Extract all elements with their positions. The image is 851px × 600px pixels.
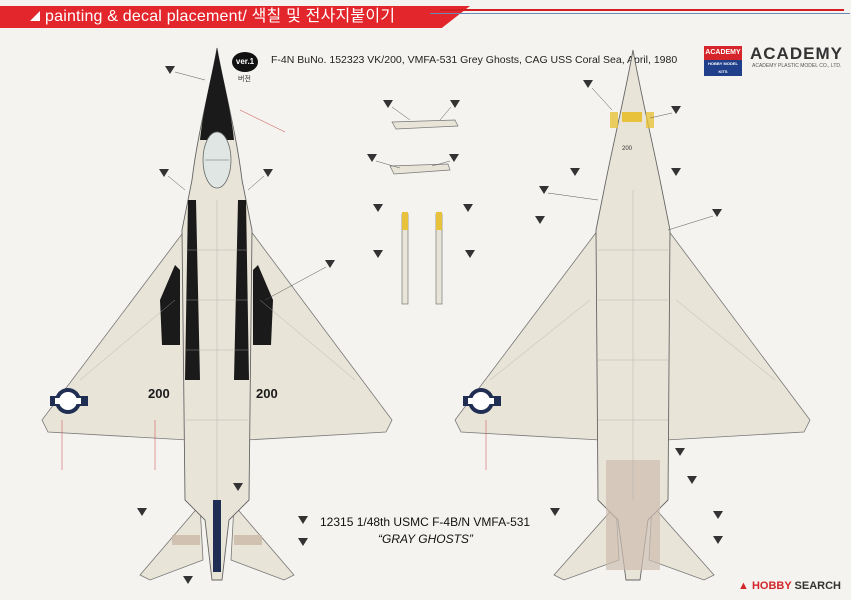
- star-insignia-right: [463, 388, 501, 414]
- version-badge: ver.1: [232, 52, 258, 72]
- academy-wordmark: ACADEMY: [750, 44, 843, 63]
- header-rule-blue: [430, 13, 850, 14]
- version-label: 버전: [238, 76, 251, 83]
- callout-leaders: [61, 71, 714, 470]
- page-title: painting & decal placement/ 색칠 및 전사지붙이기: [45, 8, 396, 25]
- bottom-view-aircraft: [454, 49, 811, 581]
- nose-number: 200: [622, 146, 633, 152]
- logo-box-subtext: HOBBY MODEL KITS: [704, 60, 742, 76]
- watermark-hobby: HOBBY: [751, 580, 792, 592]
- modex-right: 200: [256, 386, 278, 401]
- kit-title: 12315 1/48th USMC F-4B/N VMFA-531: [320, 515, 531, 529]
- header-rule: [440, 9, 844, 11]
- arrow-icon: [30, 11, 40, 21]
- aircraft-spec-title: F-4N BuNo. 152323 VK/200, VMFA-531 Grey …: [271, 54, 678, 66]
- header-banner: [0, 6, 470, 28]
- logo-box-text: ACADEMY: [705, 49, 741, 56]
- star-insignia-left: [50, 388, 88, 414]
- fuel-tank-parts: [389, 119, 459, 305]
- watermark-search: SEARCH: [794, 580, 841, 592]
- hobby-search-watermark: ▲ HOBBY SEARCH: [738, 580, 841, 592]
- top-view-aircraft: [41, 47, 393, 581]
- kit-subtitle: “GRAY GHOSTS”: [378, 532, 473, 546]
- watermark-icon: ▲: [738, 580, 749, 592]
- academy-logo: ACADEMY HOBBY MODEL KITS: [704, 46, 742, 76]
- modex-left: 200: [148, 386, 170, 401]
- academy-company-name: ACADEMY PLASTIC MODEL CO., LTD.: [752, 63, 842, 69]
